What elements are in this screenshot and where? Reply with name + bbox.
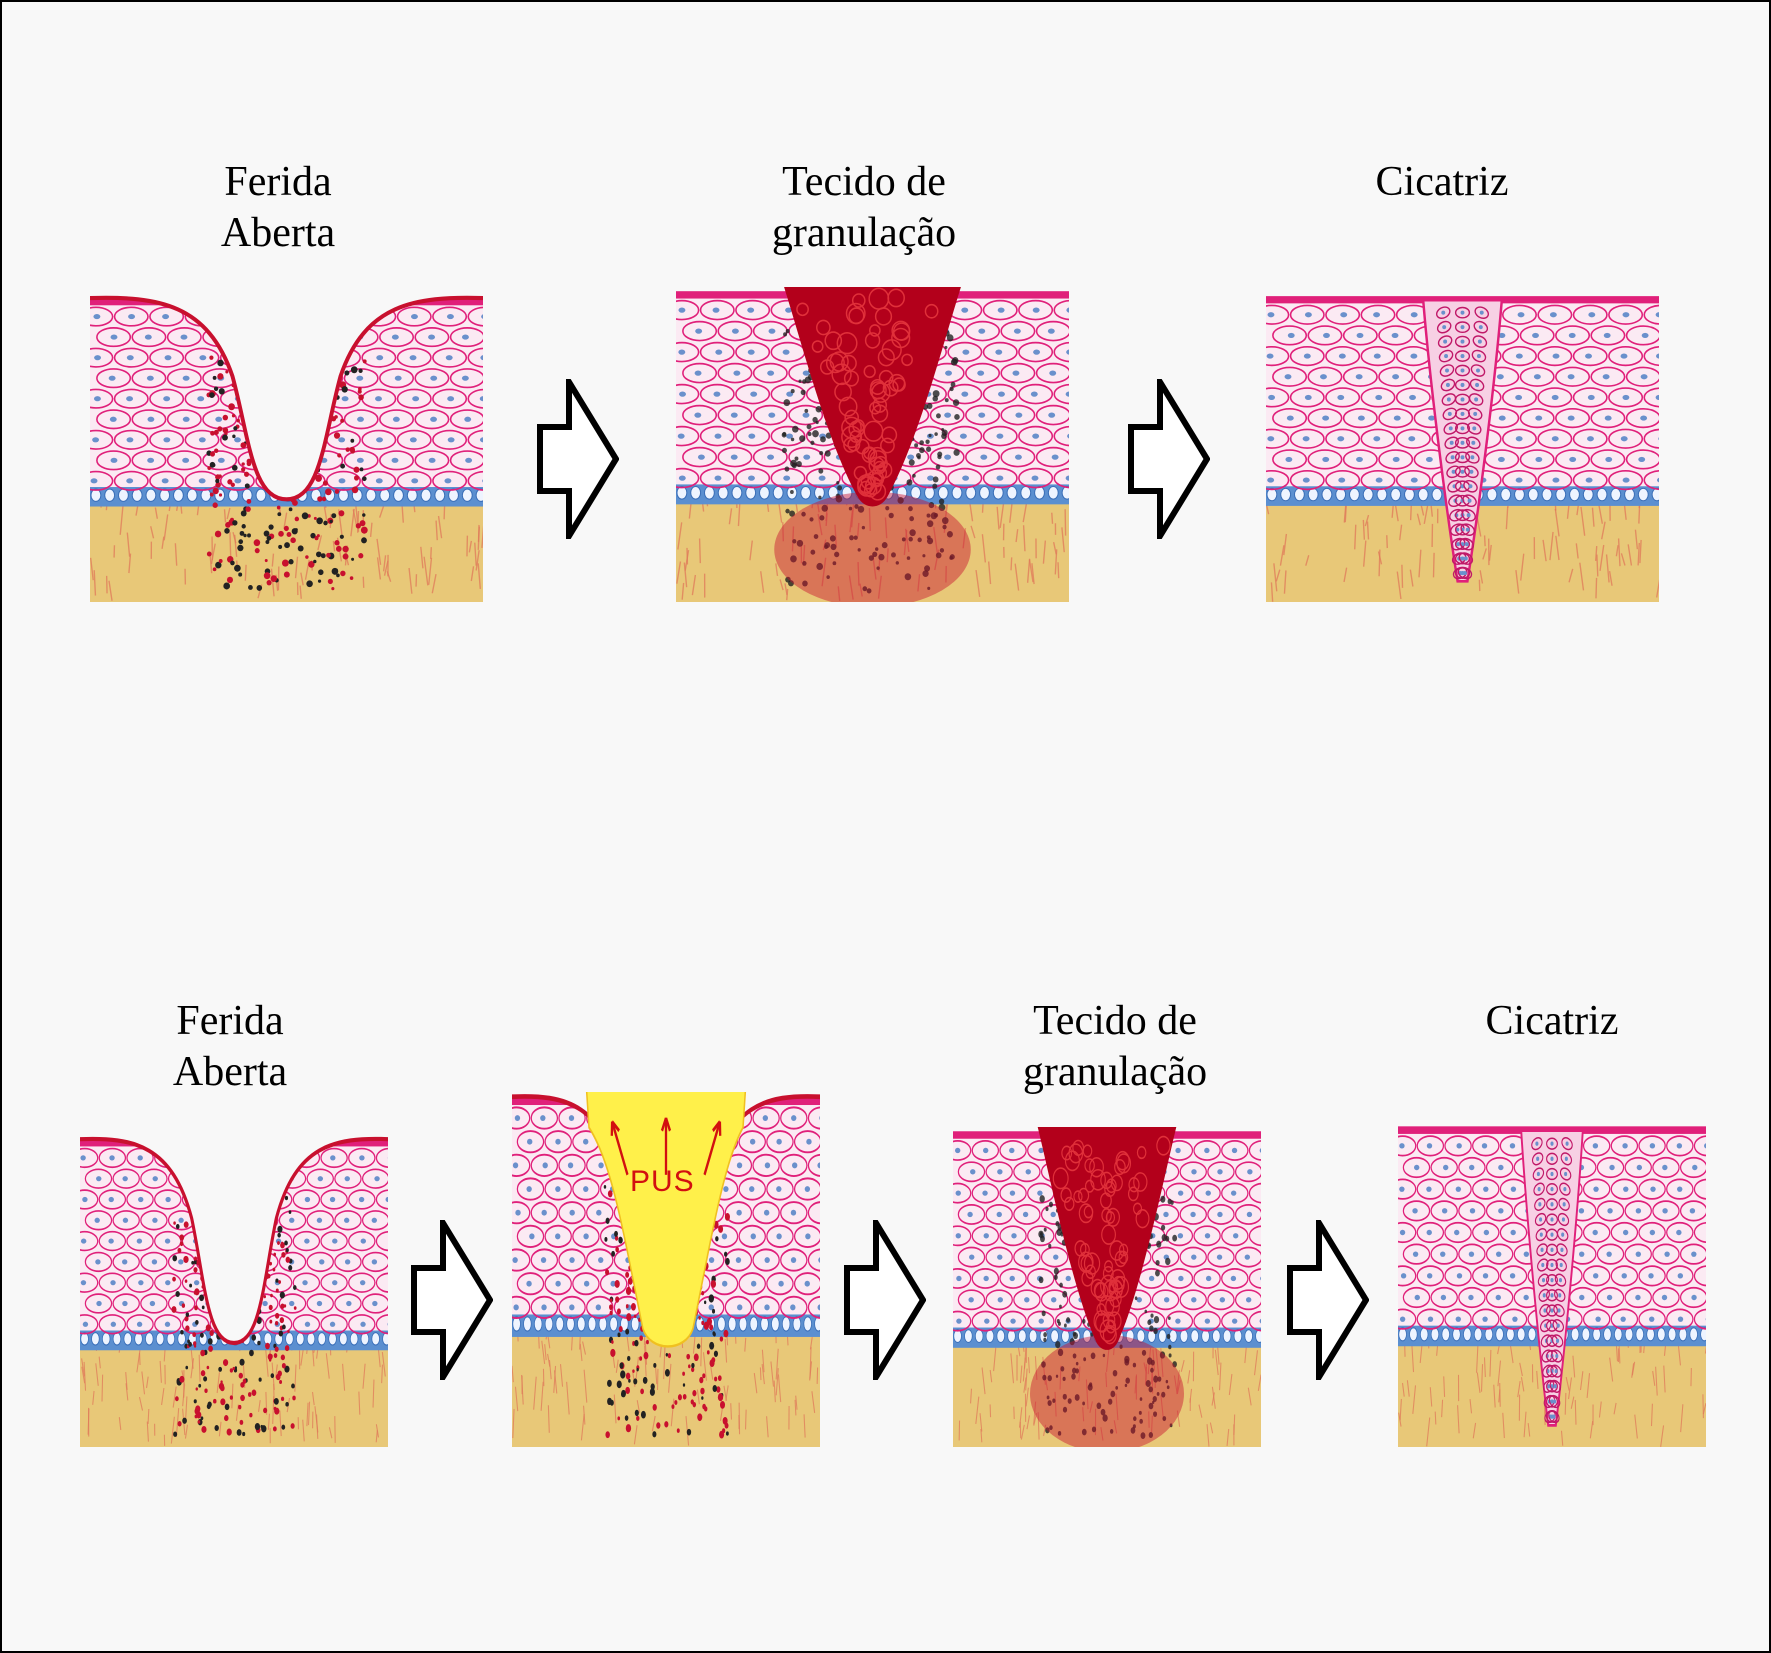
label-r2-open-wound: Ferida Aberta — [172, 998, 288, 1095]
tissue-panel-r2-granulation — [953, 1127, 1261, 1447]
hollow-right-arrow-icon — [411, 1220, 493, 1380]
hollow-right-arrow-icon — [844, 1220, 926, 1380]
tissue-panel-r2-pus — [512, 1092, 820, 1447]
label-r1-scar: Cicatriz — [1375, 159, 1509, 205]
tissue-panel-r2-scar — [1398, 1126, 1706, 1447]
tissue-panel-r1-scar — [1266, 296, 1659, 602]
tissue-panel-r1-granulation — [676, 287, 1069, 602]
tissue-panel-r1-open-wound — [90, 294, 483, 602]
hollow-right-arrow-icon — [1128, 379, 1210, 539]
tissue-panel-r2-open-wound — [80, 1135, 388, 1447]
label-r2-scar: Cicatriz — [1485, 998, 1619, 1044]
label-r2-granulation: Tecido de granulação — [1022, 998, 1208, 1095]
hollow-right-arrow-icon — [537, 379, 619, 539]
pus-label: PUS — [630, 1165, 695, 1198]
label-r1-granulation: Tecido de granulação — [771, 159, 957, 256]
hollow-right-arrow-icon — [1287, 1220, 1369, 1380]
label-r1-open-wound: Ferida Aberta — [220, 159, 336, 256]
